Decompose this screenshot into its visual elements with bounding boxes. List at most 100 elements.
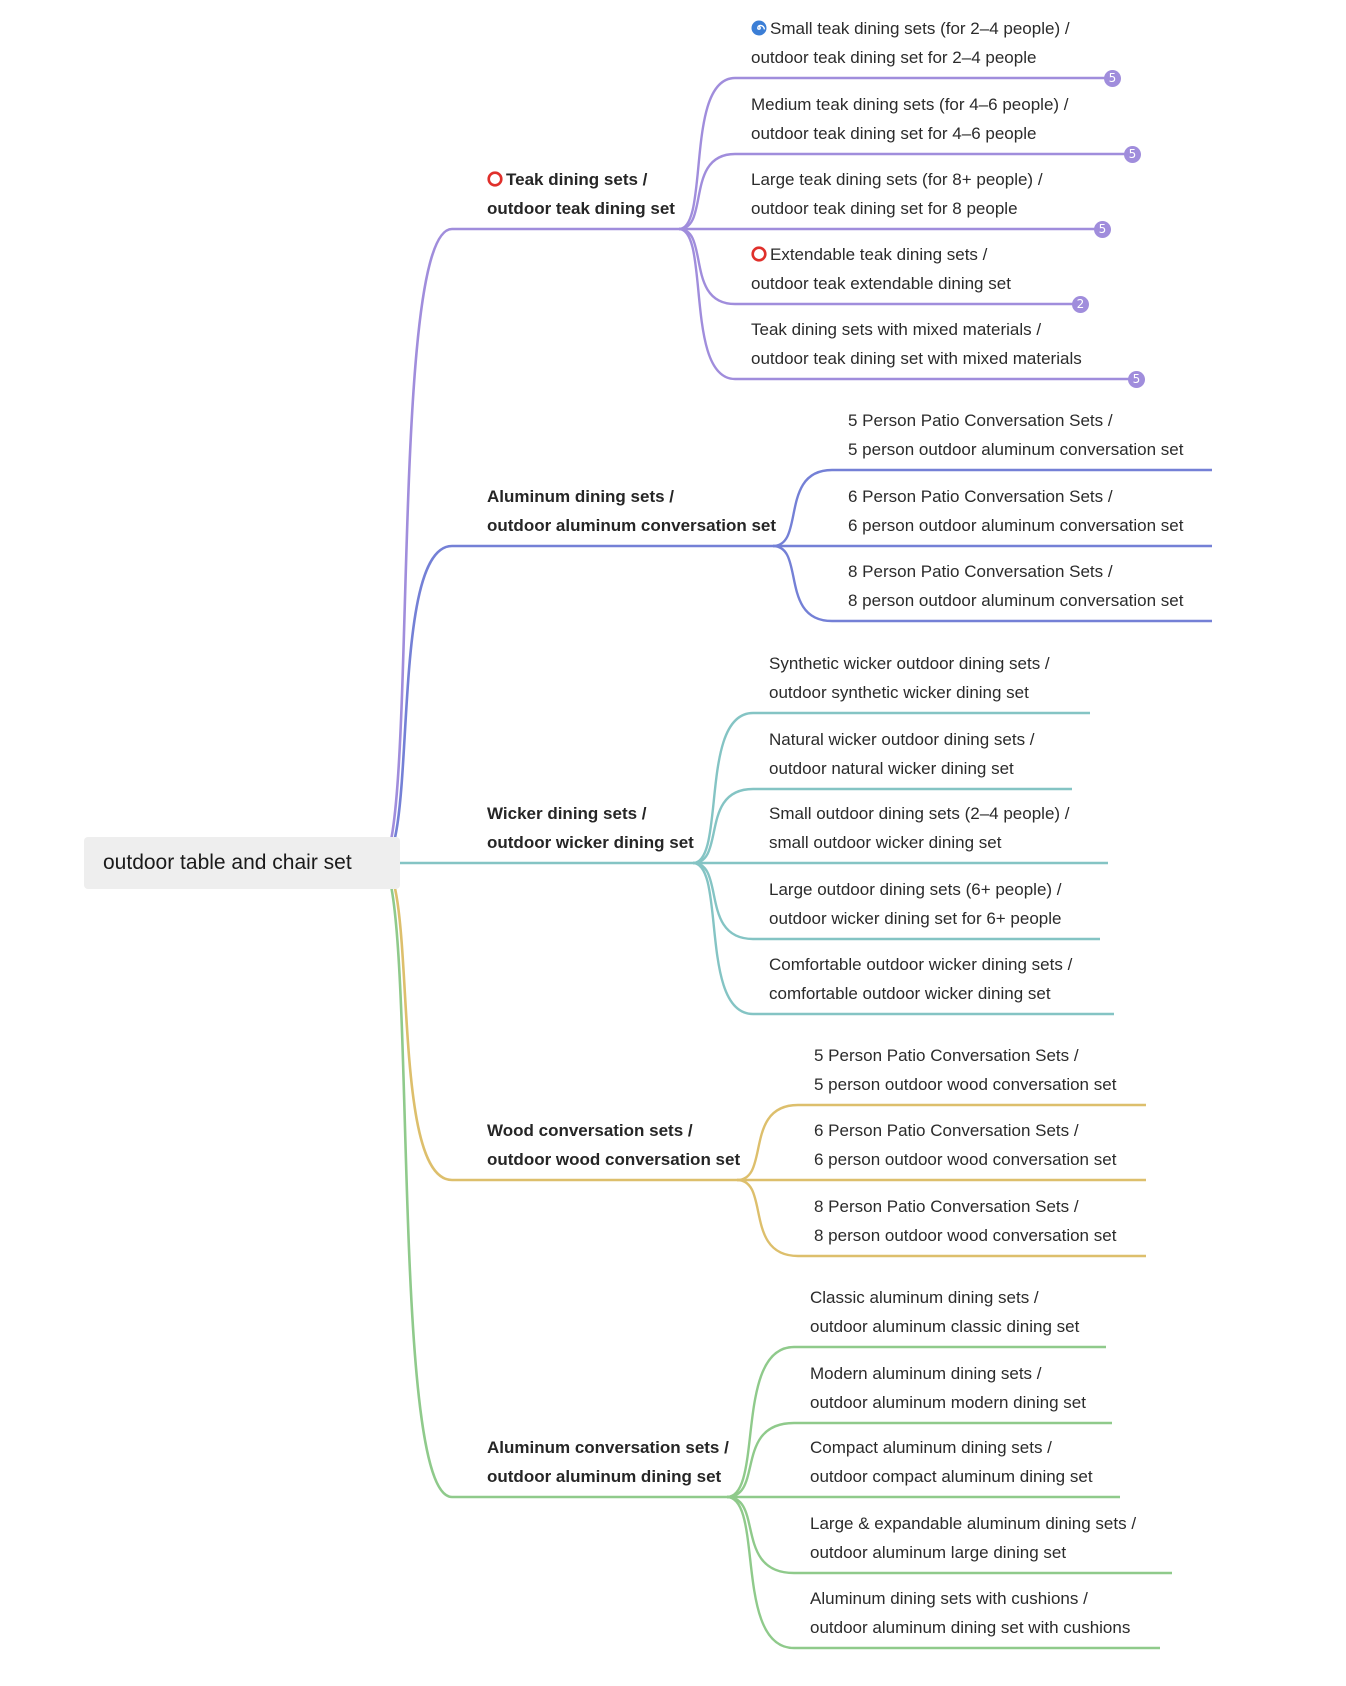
child-connector-2-1 <box>772 468 833 548</box>
child-connector-3-4 <box>692 861 754 941</box>
branch-node-5[interactable]: Aluminum conversation sets / outdoor alum… <box>487 1433 729 1491</box>
branch-connector-5 <box>379 861 453 1499</box>
branch-node-2-text-1: Aluminum dining sets / <box>487 487 675 506</box>
branch-node-5-text-2: outdoor aluminum dining set <box>487 1467 722 1486</box>
red-ring-icon <box>487 170 506 189</box>
child-node-4-2[interactable]: 6 Person Patio Conversation Sets / 6 pers… <box>814 1116 1116 1174</box>
child-node-3-1-text-2: outdoor synthetic wicker dining set <box>769 683 1029 702</box>
child-node-4-3[interactable]: 8 Person Patio Conversation Sets / 8 pers… <box>814 1192 1116 1250</box>
child-connector-5-5 <box>726 1495 795 1650</box>
collapsed-count-badge[interactable]: 5 <box>1128 371 1145 388</box>
child-node-1-2-text-1: Medium teak dining sets (for 4–6 people)… <box>751 95 1069 114</box>
child-node-3-3-line-2: small outdoor wicker dining set <box>769 828 1070 857</box>
child-node-1-5-line-2: outdoor teak dining set with mixed mater… <box>751 344 1082 373</box>
child-node-4-3-text-1: 8 Person Patio Conversation Sets / <box>814 1197 1079 1216</box>
child-node-2-1[interactable]: 5 Person Patio Conversation Sets /5 pers… <box>848 406 1183 464</box>
child-connector-4-3 <box>736 1178 799 1258</box>
child-node-5-3-text-1: Compact aluminum dining sets / <box>810 1438 1052 1457</box>
child-node-5-3[interactable]: Compact aluminum dining sets /outdoor co… <box>810 1433 1093 1491</box>
child-node-3-2[interactable]: Natural wicker outdoor dining sets / outd… <box>769 725 1035 783</box>
child-node-5-5-line-2: outdoor aluminum dining set with cushion… <box>810 1613 1130 1642</box>
child-node-2-2-line-2: 6 person outdoor aluminum conversation s… <box>848 511 1183 540</box>
collapsed-count-badge[interactable]: 5 <box>1094 221 1111 238</box>
child-node-5-2[interactable]: Modern aluminum dining sets /outdoor alu… <box>810 1359 1086 1417</box>
child-connector-5-1 <box>726 1345 795 1499</box>
child-node-5-4[interactable]: Large & expandable aluminum dining sets … <box>810 1509 1136 1567</box>
child-node-2-2-text-2: 6 person outdoor aluminum conversation s… <box>848 516 1184 535</box>
collapsed-count-badge[interactable]: 5 <box>1104 70 1121 87</box>
branch-node-4[interactable]: Wood conversation sets /outdoor wood con… <box>487 1116 740 1174</box>
child-node-4-2-text-2: 6 person outdoor wood conversation set <box>814 1150 1117 1169</box>
child-node-5-1[interactable]: Classic aluminum dining sets /outdoor al… <box>810 1283 1079 1341</box>
child-node-3-4-line-2: outdoor wicker dining set for 6+ people <box>769 904 1062 933</box>
branch-node-1[interactable]: Teak dining sets / outdoor teak dining se… <box>487 165 675 223</box>
child-node-1-2[interactable]: Medium teak dining sets (for 4–6 people)… <box>751 90 1069 148</box>
child-node-3-5[interactable]: Comfortable outdoor wicker dining sets /… <box>769 950 1072 1008</box>
child-node-4-2-text-1: 6 Person Patio Conversation Sets / <box>814 1121 1079 1140</box>
branch-node-3-text-2: outdoor wicker dining set <box>487 833 694 852</box>
branch-node-1-text-2: outdoor teak dining set <box>487 199 675 218</box>
child-node-3-4[interactable]: Large outdoor dining sets (6+ people) / o… <box>769 875 1062 933</box>
child-node-3-2-text-1: Natural wicker outdoor dining sets / <box>769 730 1035 749</box>
branch-node-2-text-2: outdoor aluminum conversation set <box>487 516 777 535</box>
child-node-3-5-line-2: comfortable outdoor wicker dining set <box>769 979 1072 1008</box>
branch-connector-2 <box>379 544 453 865</box>
child-node-3-5-text-1: Comfortable outdoor wicker dining sets / <box>769 955 1073 974</box>
child-node-2-2-text-1: 6 Person Patio Conversation Sets / <box>848 487 1113 506</box>
child-connector-1-5 <box>678 227 736 381</box>
child-node-1-2-line-2: outdoor teak dining set for 4–6 people <box>751 119 1069 148</box>
child-node-1-4-line-1: Extendable teak dining sets / <box>751 240 1011 269</box>
child-node-4-2-line-1: 6 Person Patio Conversation Sets / <box>814 1116 1116 1145</box>
child-connector-1-4 <box>678 227 736 306</box>
child-node-1-4-text-2: outdoor teak extendable dining set <box>751 274 1011 293</box>
branch-node-1-line-2: outdoor teak dining set <box>487 194 675 223</box>
child-node-1-1[interactable]: Small teak dining sets (for 2–4 people) … <box>751 14 1070 72</box>
child-connector-1-1 <box>678 76 736 231</box>
child-node-5-1-line-2: outdoor aluminum classic dining set <box>810 1312 1079 1341</box>
child-node-1-5[interactable]: Teak dining sets with mixed materials / o… <box>751 315 1082 373</box>
child-node-3-2-line-2: outdoor natural wicker dining set <box>769 754 1035 783</box>
child-node-5-5[interactable]: Aluminum dining sets with cushions /outd… <box>810 1584 1130 1642</box>
child-node-3-3-text-1: Small outdoor dining sets (2–4 people) / <box>769 804 1070 823</box>
branch-node-3[interactable]: Wicker dining sets /outdoor wicker dinin… <box>487 799 694 857</box>
child-node-3-3[interactable]: Small outdoor dining sets (2–4 people) /… <box>769 799 1070 857</box>
child-node-1-4[interactable]: Extendable teak dining sets / outdoor tea… <box>751 240 1011 298</box>
collapsed-count-badge[interactable]: 5 <box>1124 146 1141 163</box>
child-node-3-1-text-1: Synthetic wicker outdoor dining sets / <box>769 654 1050 673</box>
child-node-5-5-line-1: Aluminum dining sets with cushions / <box>810 1584 1130 1613</box>
child-node-2-3[interactable]: 8 Person Patio Conversation Sets / 8 pers… <box>848 557 1183 615</box>
child-connector-5-4 <box>726 1495 795 1575</box>
child-node-1-4-text-1: Extendable teak dining sets / <box>770 245 988 264</box>
child-node-2-3-text-1: 8 Person Patio Conversation Sets / <box>848 562 1113 581</box>
child-node-4-2-line-2: 6 person outdoor wood conversation set <box>814 1145 1116 1174</box>
child-connector-1-2 <box>678 152 736 231</box>
branch-node-5-text-1: Aluminum conversation sets / <box>487 1438 729 1457</box>
child-node-5-4-text-2: outdoor aluminum large dining set <box>810 1543 1067 1562</box>
child-node-3-1[interactable]: Synthetic wicker outdoor dining sets / ou… <box>769 649 1050 707</box>
branch-node-2[interactable]: Aluminum dining sets / outdoor aluminum c… <box>487 482 776 540</box>
child-node-4-1[interactable]: 5 Person Patio Conversation Sets /5 pers… <box>814 1041 1116 1099</box>
child-node-1-5-text-1: Teak dining sets with mixed materials / <box>751 320 1042 339</box>
child-node-1-3-line-2: outdoor teak dining set for 8 people <box>751 194 1043 223</box>
root-node-label: outdoor table and chair set <box>103 851 352 874</box>
child-node-2-2[interactable]: 6 Person Patio Conversation Sets / 6 pers… <box>848 482 1183 540</box>
cyclone-icon <box>751 19 770 38</box>
child-node-5-4-line-1: Large & expandable aluminum dining sets … <box>810 1509 1136 1538</box>
collapsed-count-badge[interactable]: 2 <box>1072 296 1089 313</box>
branch-node-2-line-2: outdoor aluminum conversation set <box>487 511 776 540</box>
child-node-3-4-text-1: Large outdoor dining sets (6+ people) / <box>769 880 1062 899</box>
child-node-1-2-text-2: outdoor teak dining set for 4–6 people <box>751 124 1037 143</box>
child-node-1-3-line-1: Large teak dining sets (for 8+ people) / <box>751 165 1043 194</box>
child-node-4-3-line-2: 8 person outdoor wood conversation set <box>814 1221 1116 1250</box>
branch-node-1-line-1: Teak dining sets / <box>487 165 675 194</box>
child-node-4-1-line-2: 5 person outdoor wood conversation set <box>814 1070 1116 1099</box>
root-node[interactable]: outdoor table and chair set <box>84 837 400 889</box>
child-node-5-4-line-2: outdoor aluminum large dining set <box>810 1538 1136 1567</box>
child-node-1-5-text-2: outdoor teak dining set with mixed mater… <box>751 349 1082 368</box>
child-node-2-3-line-2: 8 person outdoor aluminum conversation s… <box>848 586 1183 615</box>
child-node-4-3-text-2: 8 person outdoor wood conversation set <box>814 1226 1117 1245</box>
child-node-1-3[interactable]: Large teak dining sets (for 8+ people) /… <box>751 165 1043 223</box>
branch-connector-4 <box>379 861 453 1182</box>
child-node-3-4-line-1: Large outdoor dining sets (6+ people) / <box>769 875 1062 904</box>
branch-node-2-line-1: Aluminum dining sets / <box>487 482 776 511</box>
